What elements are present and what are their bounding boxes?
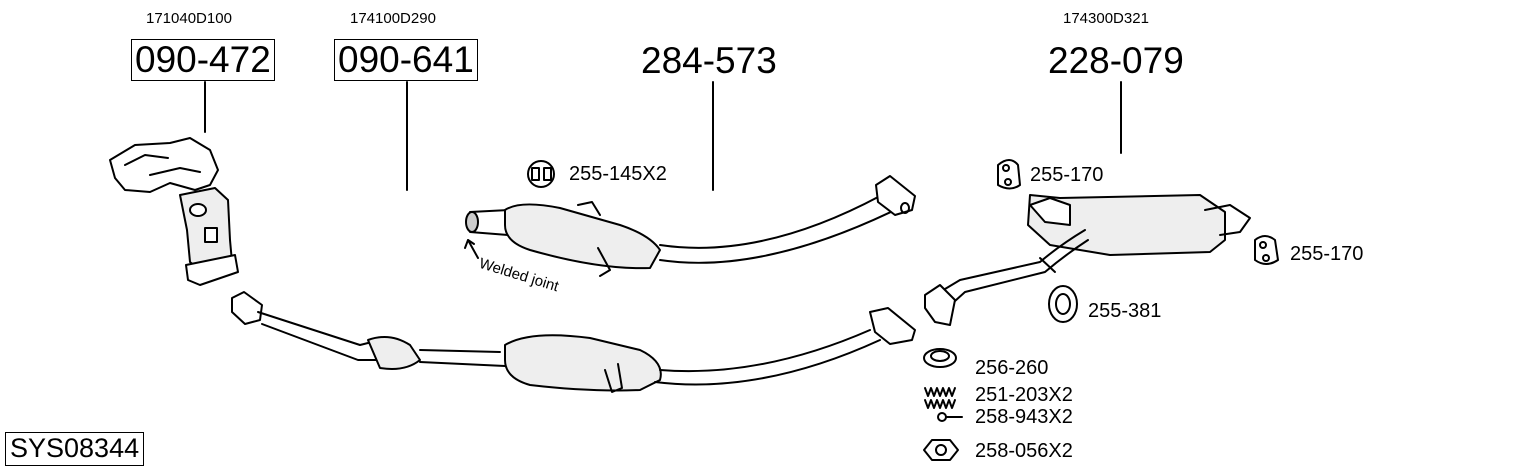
catalyst-drawing (109, 137, 239, 286)
system-code: SYS08344 (5, 432, 145, 467)
oe-number-rear-silencer: 174300D321 (1063, 10, 1149, 27)
nut-icon (923, 439, 959, 461)
spring-icon (924, 387, 956, 409)
hanger-mid-icon (527, 160, 555, 188)
accessory-nut-label[interactable]: 258-056X2 (975, 440, 1073, 462)
gasket-icon (923, 348, 957, 368)
accessory-spring-label[interactable]: 251-203X2 (975, 384, 1073, 406)
front-pipe-drawing (231, 291, 916, 393)
accessory-hanger-rear-top-label[interactable]: 255-170 (1030, 164, 1104, 186)
accessory-hanger-rear-right-label[interactable]: 255-170 (1290, 243, 1364, 265)
part-number-front-pipe[interactable]: 090-641 (334, 39, 478, 81)
part-number-rear-silencer[interactable]: 228-079 (1048, 40, 1184, 81)
accessory-gasket-label[interactable]: 256-260 (975, 357, 1049, 379)
part-number-mid-pipe[interactable]: 284-573 (641, 40, 777, 81)
oe-number-catalyst: 171040D100 (146, 10, 232, 27)
rear-silencer-drawing (924, 194, 1251, 326)
welded-joint-arrow (464, 239, 479, 259)
hanger-round-icon (1048, 285, 1078, 323)
hanger-rear-top-icon (997, 159, 1021, 190)
mid-pipe-drawing (465, 175, 916, 277)
accessory-bolt-label[interactable]: 258-943X2 (975, 406, 1073, 428)
accessory-hanger-mid-label[interactable]: 255-145X2 (569, 163, 667, 185)
part-number-catalyst[interactable]: 090-472 (131, 39, 275, 81)
hanger-rear-right-icon (1254, 235, 1279, 265)
accessory-hanger-round-label[interactable]: 255-381 (1088, 300, 1162, 322)
bolt-icon (937, 412, 963, 422)
oe-number-front-pipe: 174100D290 (350, 10, 436, 27)
